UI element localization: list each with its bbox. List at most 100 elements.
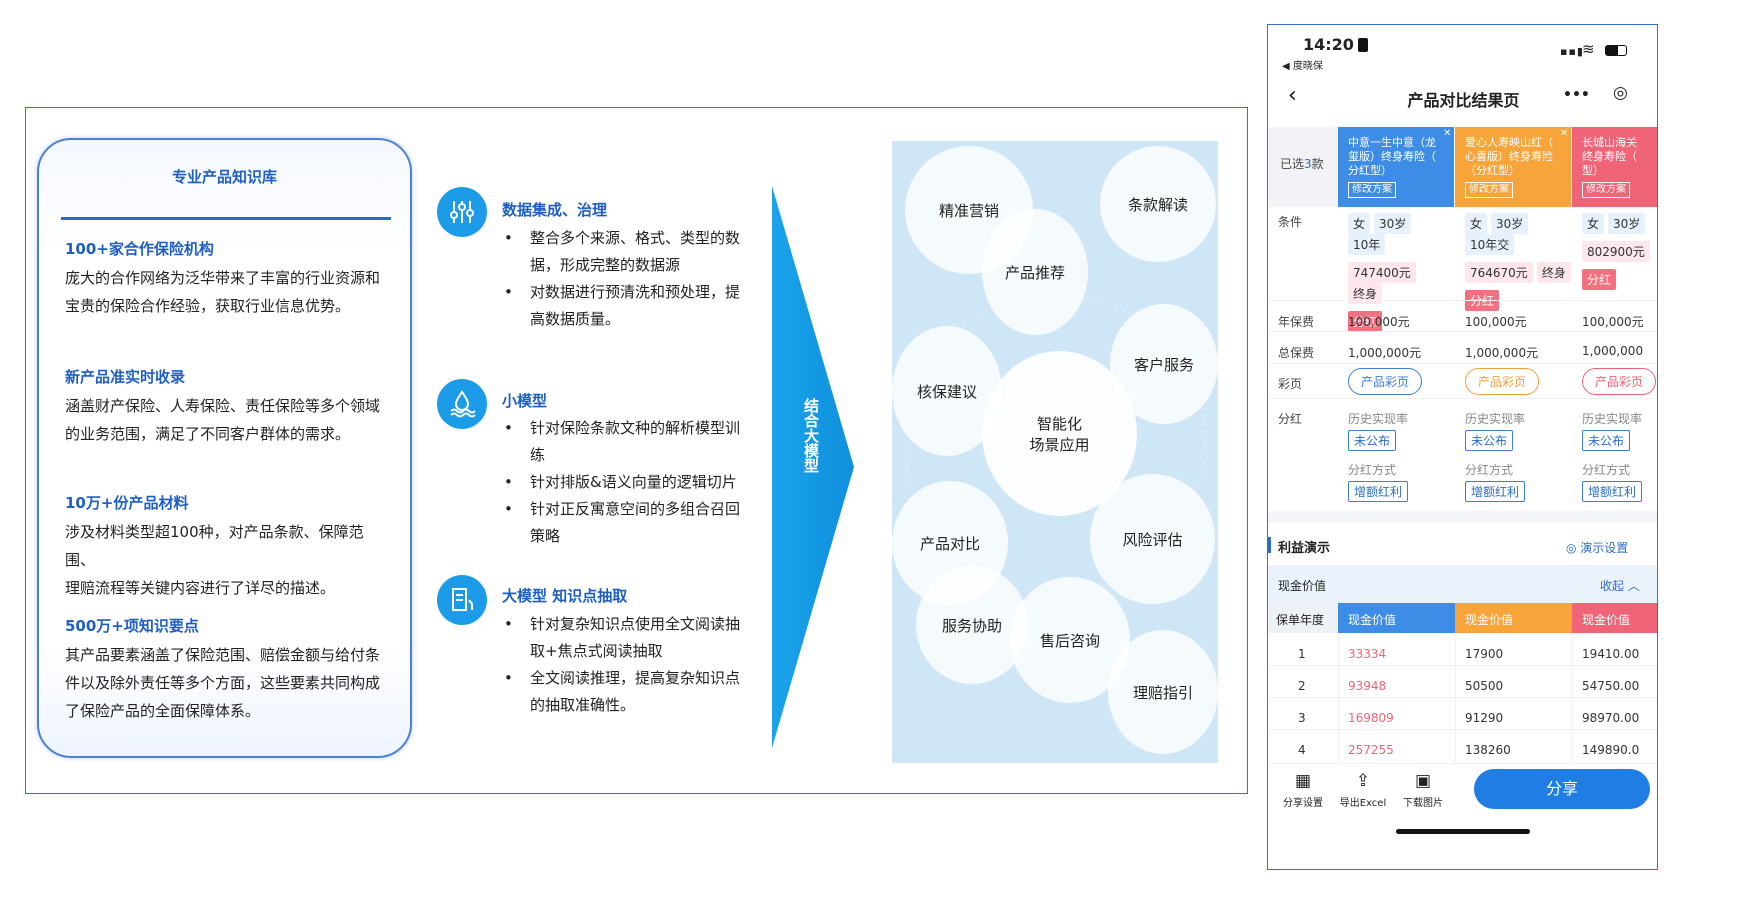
capability-title: 数据集成、治理 [502,201,608,219]
kb-text: 其产品要素涵盖了保险范围、赔偿金额与给付条件以及除外责任等多个方面，这些要素共同… [65,646,381,720]
total-premium: 1,000,000 [1582,344,1644,358]
edit-plan-button[interactable]: 修改方案 [1582,182,1630,198]
capability-title: 大模型 知识点抽取 [502,587,628,605]
dividend-rate-tag: 未公布 [1582,430,1631,451]
arrow-label: 结合大模型 [802,398,820,473]
row-label: 分红 [1278,412,1303,426]
product-header[interactable]: 长城山海关终身寿险（型） 修改方案 [1572,127,1657,207]
dividend-sublabel: 历史实现率 [1348,412,1409,426]
table-cell: 19410.00 [1582,647,1640,661]
kb-text: 涵盖财产保险、人寿保险、责任保险等多个领域的业务范围，满足了不同客户群体的需求。 [65,397,381,443]
remove-product-icon[interactable]: ✕ [1560,128,1569,139]
wifi-icon: ≋ [1582,40,1595,58]
download-image-button[interactable]: ▣ 下载图片 [1398,771,1448,809]
dividend-type-tag: 增额红利 [1348,481,1409,502]
total-premium: 1,000,000元 [1465,346,1539,360]
edit-plan-button[interactable]: 修改方案 [1348,182,1396,198]
kb-heading: 新产品准实时收录 [65,368,186,386]
table-cell: 17900 [1465,647,1504,661]
row-label: 彩页 [1278,377,1303,391]
collapse-button[interactable]: 收起 ︿ [1600,579,1640,593]
remove-product-icon[interactable]: ✕ [1443,128,1452,139]
dividend-rate-tag: 未公布 [1348,430,1397,451]
more-menu-button[interactable]: ••• [1563,87,1590,103]
brochure-button[interactable]: 产品彩页 [1348,368,1423,395]
scenario-bubble: 理赔指引 [1108,630,1218,754]
scenario-bubble: 产品推荐 [982,209,1088,335]
table-cell: 169809 [1348,711,1394,725]
signal-icon: ▪▪▮ [1560,45,1584,58]
share-button[interactable]: 分享 [1474,769,1650,809]
brochure-button[interactable]: 产品彩页 [1465,368,1540,395]
title-divider [61,217,391,220]
section-accent [1268,537,1271,553]
dividend-type-tag: 增额红利 [1465,481,1526,502]
row-label: 条件 [1278,215,1303,229]
cash-col-header: 现金价值 [1338,603,1455,633]
back-to-app-link[interactable]: ◀ 度晓保 [1282,61,1323,72]
cash-value-header [1268,565,1657,603]
upload-icon: ⇪ [1355,771,1371,791]
document-icon [437,575,487,625]
table-year: 4 [1298,743,1306,757]
demo-settings-button[interactable]: ◎ 演示设置 [1566,541,1629,555]
home-indicator [1396,829,1530,834]
dividend-sublabel: 历史实现率 [1582,412,1643,426]
dividend-sublabel: 历史实现率 [1465,412,1526,426]
dividend-sublabel: 分红方式 [1348,463,1397,477]
knowledge-base-card: 专业产品知识库 100+家合作保险机构 庞大的合作网络为泛华带来了丰富的行业资源… [37,138,412,758]
page-title: 产品对比结果页 [1407,91,1520,110]
status-time: 14:20 [1303,35,1354,54]
close-miniprogram-icon[interactable]: ◎ [1613,83,1628,103]
cash-col-header: 现金价值 [1572,603,1657,633]
kb-heading: 500万+项知识要点 [65,617,199,635]
year-header: 保单年度 [1276,613,1325,627]
product-header[interactable]: 爱心人寿映山红（心喜版）终身寿险（分红型） 修改方案 [1455,127,1571,207]
table-cell: 98970.00 [1582,711,1640,725]
edit-plan-button[interactable]: 修改方案 [1465,182,1513,198]
kb-heading: 100+家合作保险机构 [65,240,214,258]
big-arrow [772,186,854,748]
brochure-button[interactable]: 产品彩页 [1582,368,1657,395]
capability-title: 小模型 [502,392,548,410]
selected-count-label: 已选3款 [1280,157,1324,171]
total-premium: 1,000,000元 [1348,346,1422,360]
table-cell: 91290 [1465,711,1504,725]
annual-premium: 100,000元 [1348,315,1410,329]
product-header[interactable]: 中意一生中意（龙玺版）终身寿险（分红型） 修改方案 [1338,127,1454,207]
table-year: 1 [1298,647,1306,661]
export-excel-button[interactable]: ⇪ 导出Excel [1339,771,1387,809]
annual-premium: 100,000元 [1465,315,1527,329]
cash-col-header: 现金价值 [1455,603,1572,633]
section-gap [1268,511,1657,523]
table-cell: 54750.00 [1582,679,1640,693]
share-settings-button[interactable]: ▦ 分享设置 [1278,771,1328,809]
benefit-title: 利益演示 [1278,541,1331,556]
image-icon: ▣ [1414,771,1432,791]
battery-icon [1605,45,1627,56]
scenario-bubble: 服务协助 [916,566,1028,684]
table-cell: 93948 [1348,679,1387,693]
table-cell: 50500 [1465,679,1504,693]
grid-icon: ▦ [1294,771,1312,791]
table-year: 3 [1298,711,1306,725]
kb-text: 涉及材料类型超100种，对产品条款、保障范围、理赔流程等关键内容进行了详尽的描述… [65,523,364,597]
phone-screen: 14:20 ◀ 度晓保 ▪▪▮ ≋ ‹ 产品对比结果页 ••• ◎ 已选3款 中… [1267,24,1658,870]
scenario-bubble: 核保建议 [892,326,1002,456]
back-chevron-icon[interactable]: ‹ [1288,83,1297,108]
dividend-type-tag: 增额红利 [1582,481,1643,502]
scenario-bubble: 风险评估 [1090,474,1215,604]
knowledge-base-title: 专业产品知识库 [171,168,277,186]
year-header-cell [1268,603,1338,633]
